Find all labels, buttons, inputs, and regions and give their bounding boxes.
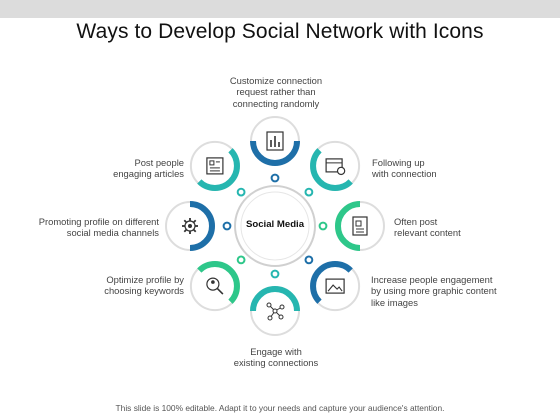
settings-icon [182, 218, 198, 234]
node-accent-arc [189, 201, 215, 251]
node-inner [318, 148, 353, 183]
node-4 [310, 261, 361, 312]
connector-dot [304, 187, 314, 197]
center-label: Social Media [245, 219, 305, 230]
browser-settings-icon [325, 158, 346, 176]
connector-dot [222, 221, 232, 231]
webpage-icon [352, 216, 368, 236]
node-inner [197, 148, 232, 183]
node-accent-arc [310, 148, 353, 191]
node-accent-arc [310, 261, 353, 304]
image-icon [325, 278, 345, 294]
top-bar [0, 0, 560, 18]
center-circle [240, 191, 310, 261]
footer-note: This slide is 100% editable. Adapt it to… [115, 403, 445, 413]
node-6 [189, 261, 240, 312]
node-accent-arc [197, 261, 240, 304]
node-1 [250, 116, 300, 166]
node-inner [197, 269, 232, 304]
node-3 [335, 201, 385, 251]
slide-title: Ways to Develop Social Network with Icon… [76, 20, 484, 43]
node-accent-arc [197, 148, 240, 191]
connector-dot [304, 255, 314, 265]
node-accent-arc [250, 140, 300, 166]
connector-dot [236, 187, 246, 197]
network-icon [266, 302, 285, 321]
connector-dot [318, 221, 328, 231]
node-accent-arc [335, 201, 361, 251]
profile-search-icon [206, 277, 224, 295]
node-5 [250, 286, 300, 336]
node-8 [189, 140, 240, 191]
node-7 [165, 201, 215, 251]
node-2 [310, 140, 361, 191]
chart-icon [266, 131, 284, 151]
node-accent-arc [250, 286, 300, 312]
article-icon [206, 157, 224, 175]
node-inner [318, 269, 353, 304]
connector-dot [270, 173, 280, 183]
connector-dot [270, 269, 280, 279]
connector-dot [236, 255, 246, 265]
